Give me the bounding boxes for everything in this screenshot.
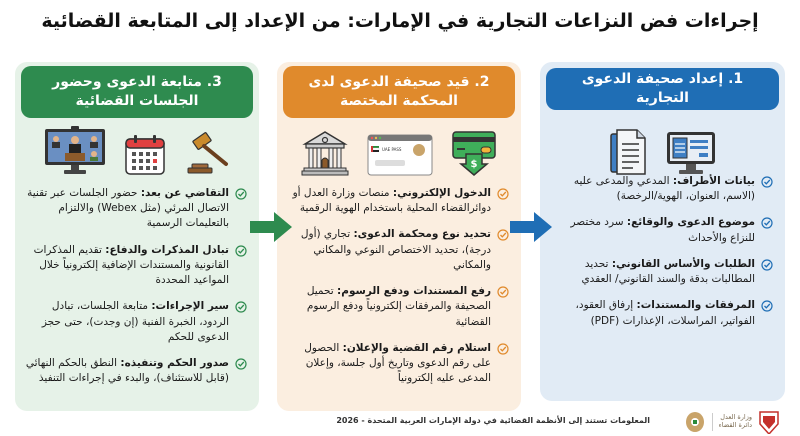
step-1-panel: 1. إعداد صحيفة الدعوى التجارية xyxy=(540,62,785,401)
step-1-list: بيانات الأطراف: المدعي والمدعى عليه (الا… xyxy=(550,174,773,340)
step-3-list: التقاضي عن بعد: حضور الجلسات عبر تقنية ا… xyxy=(25,186,247,397)
step-2-panel: 2. قيد صحيفة الدعوى لدى المحكمة المختصة xyxy=(277,62,521,411)
uae-emblem-icon xyxy=(685,412,704,432)
svg-text:UAE PASS: UAE PASS xyxy=(382,147,402,152)
list-item: تحديد نوع ومحكمة الدعوى: تجاري (أول درجة… xyxy=(287,227,509,273)
check-icon xyxy=(235,301,247,313)
courthouse-icon xyxy=(301,130,349,180)
footer: وزارة العدل دائرة القضاء المعلومات تستند… xyxy=(0,408,800,436)
step-3-header: 3. متابعة الدعوى وحضور الجلسات القضائية xyxy=(21,66,253,118)
step-3-icons xyxy=(15,126,259,180)
divider xyxy=(711,413,713,431)
step-2-list: الدخول الإلكتروني: منصات وزارة العدل أو … xyxy=(287,186,509,397)
check-icon xyxy=(235,358,247,370)
list-item: الدخول الإلكتروني: منصات وزارة العدل أو … xyxy=(287,186,509,216)
arrow-right-icon xyxy=(510,212,552,242)
step-2-header: 2. قيد صحيفة الدعوى لدى المحكمة المختصة xyxy=(283,66,515,118)
list-item: التقاضي عن بعد: حضور الجلسات عبر تقنية ا… xyxy=(25,186,247,232)
list-item: تبادل المذكرات والدفاع: تقديم المذكرات ا… xyxy=(25,243,247,289)
page-title: إجراءات فض النزاعات التجارية في الإمارات… xyxy=(41,10,759,32)
list-item: موضوع الدعوى والوقائع: سرد مختصر للنزاع … xyxy=(550,215,773,245)
footer-note: المعلومات تستند إلى الأنظمة القضائية في … xyxy=(336,416,650,425)
step-2-icons: UAE PASS $ xyxy=(277,128,521,180)
check-icon xyxy=(497,286,509,298)
check-icon xyxy=(497,343,509,355)
check-icon xyxy=(235,188,247,200)
svg-text:$: $ xyxy=(471,159,478,170)
judicial-department-logo-icon xyxy=(759,411,779,434)
uae-pass-login-icon: UAE PASS xyxy=(367,134,433,180)
computer-monitor-icon xyxy=(665,130,717,180)
video-conference-icon xyxy=(44,126,106,180)
list-item: رفع المستندات ودفع الرسوم: تحميل الصحيفة… xyxy=(287,284,509,330)
check-icon xyxy=(235,245,247,257)
footer-logos: وزارة العدل دائرة القضاء xyxy=(684,410,780,434)
calendar-icon xyxy=(124,134,166,180)
check-icon xyxy=(761,176,773,188)
list-item: الطلبات والأساس القانوني: تحديد المطالبا… xyxy=(550,257,773,287)
ministry-label: وزارة العدل دائرة القضاء xyxy=(718,413,752,429)
step-1-icons xyxy=(540,128,785,180)
check-icon xyxy=(497,229,509,242)
check-icon xyxy=(761,300,773,312)
step-3-panel: 3. متابعة الدعوى وحضور الجلسات القضائية xyxy=(15,62,259,411)
arrow-right-icon xyxy=(250,212,292,242)
list-item: سير الإجراءات: متابعة الجلسات، تبادل الر… xyxy=(25,299,247,345)
payment-card-icon: $ xyxy=(451,130,497,180)
step-1-header: 1. إعداد صحيفة الدعوى التجارية xyxy=(546,68,779,110)
gavel-icon xyxy=(184,132,230,180)
check-icon xyxy=(761,259,773,271)
list-item: استلام رقم القضية والإعلان: الحصول على ر… xyxy=(287,341,509,387)
document-icon xyxy=(609,128,647,180)
list-item: صدور الحكم وتنفيذه: النطق بالحكم النهائي… xyxy=(25,356,247,386)
check-icon xyxy=(497,188,509,200)
list-item: بيانات الأطراف: المدعي والمدعى عليه (الا… xyxy=(550,174,773,204)
check-icon xyxy=(761,217,773,230)
list-item: المرفقات والمستندات: إرفاق العقود، الفوا… xyxy=(550,298,773,328)
